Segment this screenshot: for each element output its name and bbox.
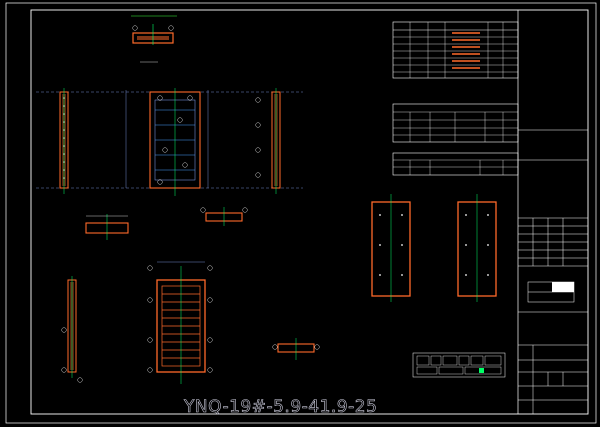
title-block [517, 10, 588, 414]
table-material-summary [392, 103, 519, 143]
section-top-detail [131, 15, 177, 63]
table-concrete [392, 152, 519, 176]
key-plan [412, 352, 506, 378]
lower-left-column [61, 276, 83, 383]
column-section-right [457, 194, 497, 302]
column-section-left [371, 194, 411, 302]
outer-border [5, 2, 597, 424]
inner-border [30, 9, 589, 415]
section-row [85, 207, 320, 360]
watermark-code: YNQ-19#-5.9-41.9-25 [183, 397, 377, 417]
elevation-view [36, 88, 303, 196]
rebar-cage [147, 261, 213, 384]
table-rebar-schedule [392, 21, 519, 79]
